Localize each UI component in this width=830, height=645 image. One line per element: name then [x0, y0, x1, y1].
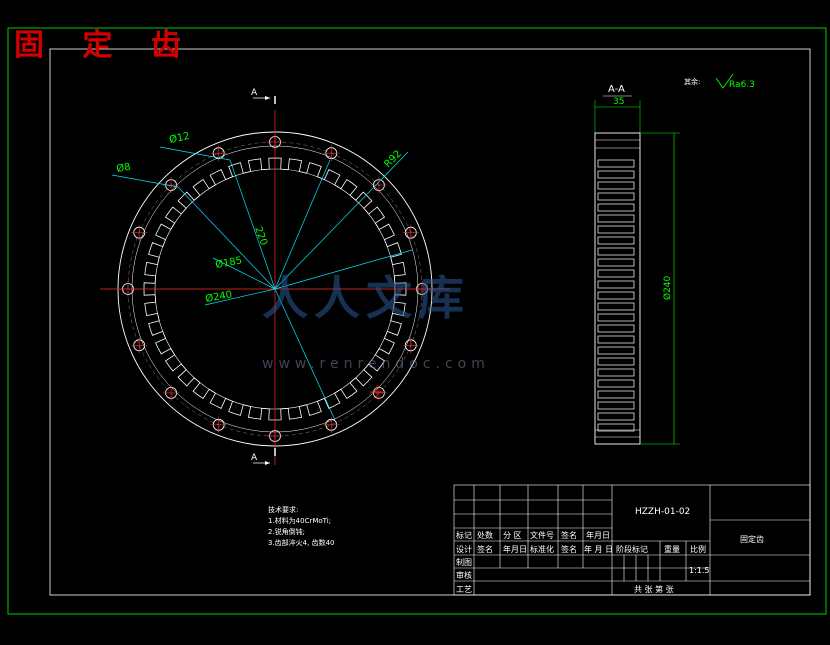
section-tooth — [597, 280, 635, 289]
tb-label-date: 年月日 — [586, 531, 610, 540]
section-tooth — [597, 335, 635, 344]
handwritten-title: 固 定 齿 — [14, 28, 195, 63]
section-tooth — [597, 412, 635, 421]
tb-standard-sign: 签名 — [561, 545, 577, 554]
tb-label-count: 处数 — [477, 531, 493, 540]
section-width-dim: 35 — [613, 97, 624, 107]
dim-outer-dia: Ø240 — [204, 288, 233, 305]
section-body — [594, 132, 641, 445]
tb-drafting: 制图 — [456, 558, 472, 567]
section-tooth — [597, 181, 635, 190]
notes-line-3: 3.齿部淬火4, 齿数40 — [268, 539, 335, 547]
tb-scale: 1:1.5 — [689, 566, 710, 575]
tb-stage: 阶段标记 — [616, 545, 648, 554]
tb-standard-date: 年 月 日 — [584, 545, 614, 554]
section-tooth — [597, 214, 635, 223]
tb-design: 设计 — [456, 545, 472, 554]
dim-hole-dia: Ø12 — [168, 130, 191, 146]
notes-line-1: 1.材料为40CrMoTi; — [268, 517, 332, 525]
section-tooth — [597, 401, 635, 410]
section-tooth — [597, 346, 635, 355]
section-tooth — [597, 423, 635, 432]
tb-label-doc: 文件号 — [530, 531, 554, 540]
dim-radius: R92 — [382, 148, 404, 170]
section-tooth — [597, 269, 635, 278]
tb-label-mark: 标记 — [456, 531, 472, 540]
watermark-url: www.renrendoc.com — [262, 356, 490, 372]
dimension-leaders — [111, 146, 413, 421]
section-tooth — [597, 313, 635, 322]
section-height-dim: Ø240 — [662, 275, 673, 300]
section-tooth — [597, 390, 635, 399]
tb-label-zone: 分 区 — [503, 531, 522, 540]
tb-scale-label: 比例 — [690, 545, 706, 554]
section-tooth — [597, 159, 635, 168]
section-tooth — [597, 170, 635, 179]
section-tooth — [597, 258, 635, 267]
part-name: 固定齿 — [740, 535, 764, 544]
section-tooth — [597, 247, 635, 256]
outer-border — [7, 27, 827, 615]
dim-inner-dia: Ø185 — [214, 254, 243, 271]
title-block — [453, 484, 811, 596]
tb-design-date: 年月日 — [503, 545, 527, 554]
notes-line-2: 2.锐角倒钝; — [268, 528, 306, 536]
section-tooth — [597, 291, 635, 300]
roughness-prefix: 其余: — [684, 77, 700, 86]
roughness-symbol — [715, 73, 734, 89]
section-tooth — [597, 236, 635, 245]
drawing-number: HZZH-01-02 — [635, 507, 691, 517]
tb-weight: 重量 — [664, 545, 680, 554]
tb-label-sign: 签名 — [561, 531, 577, 540]
section-tooth — [597, 192, 635, 201]
tb-sheets: 共 张 第 张 — [634, 585, 674, 594]
tb-review: 审核 — [456, 571, 472, 580]
cut-label-bottom: A — [251, 453, 258, 463]
tb-process: 工艺 — [456, 585, 472, 594]
section-label: A-A — [608, 84, 625, 95]
tb-standard: 标准化 — [530, 545, 554, 554]
tb-design-sign: 签名 — [477, 545, 493, 554]
roughness-value: Ra6.3 — [729, 80, 755, 90]
dim-bolt-circle: 220 — [252, 225, 269, 247]
section-tooth — [597, 203, 635, 212]
bolt-holes — [120, 134, 430, 444]
section-tooth — [597, 324, 635, 333]
technical-notes: 技术要求: 1.材料为40CrMoTi; 2.锐角倒钝; 3.齿部淬火4, 齿数… — [268, 505, 335, 549]
section-tooth — [597, 379, 635, 388]
section-tooth — [597, 225, 635, 234]
section-tooth — [597, 368, 635, 377]
section-teeth — [597, 159, 635, 432]
section-view: A-A 35 Ø240 其余: Ra6.3 — [594, 73, 755, 445]
watermark-text: 人人文库 — [262, 271, 470, 325]
inner-border — [49, 48, 811, 596]
section-tooth — [597, 302, 635, 311]
notes-heading: 技术要求: — [268, 506, 299, 514]
cut-label-top: A — [251, 88, 258, 98]
section-tooth — [597, 357, 635, 366]
dim-hole-dia-small: Ø8 — [115, 161, 131, 175]
